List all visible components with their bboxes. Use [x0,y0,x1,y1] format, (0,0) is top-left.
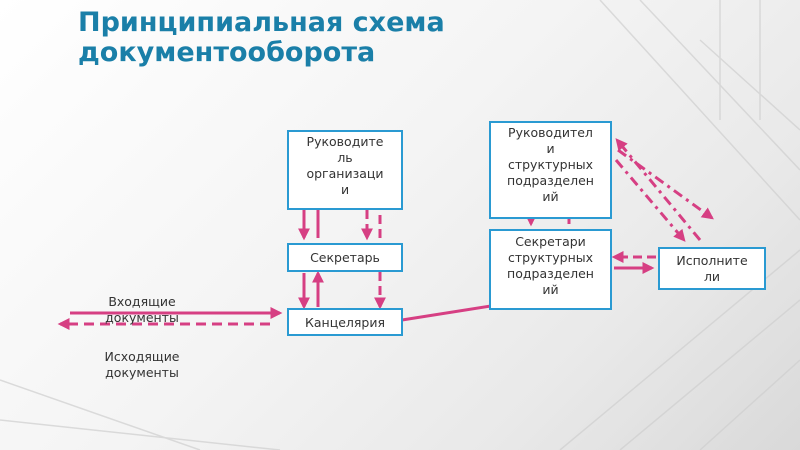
arrow-dept-heads-to-executors-dashed [617,148,714,220]
arrow-executors-to-dept-heads-dashed [615,138,702,241]
box-secretary: Секретарь [287,243,403,272]
box-executors: Исполните ли [658,247,766,290]
box-chancellery: Канцелярия [287,308,403,336]
box-heads-of-departments: Руководител и структурных подразделен ий [489,121,612,219]
label-outgoing-documents: Исходящие документы [104,349,180,380]
title-line-1: Принципиальная схема [78,7,445,38]
page-title: Принципиальная схема документооборота [78,8,638,68]
title-line-2: документооборота [78,37,376,68]
arrow-dept-heads-to-executors-dashed-2 [614,159,686,242]
box-secretaries-of-departments: Секретари структурных подразделен ий [489,229,612,310]
label-incoming-documents: Входящие документы [105,294,179,325]
box-head-of-organization: Руководите ль организаци и [287,130,403,210]
